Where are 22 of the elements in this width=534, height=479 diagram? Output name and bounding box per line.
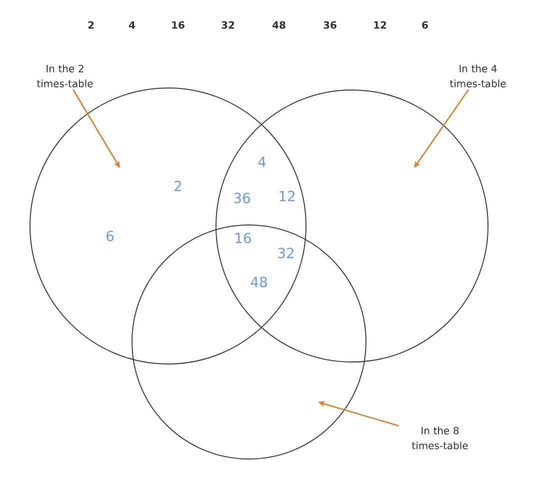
- caption-text: In the 4 times-table: [450, 64, 506, 88]
- number-label: 12: [374, 21, 386, 29]
- set-circle: [216, 89, 488, 362]
- handwritten-number: 48: [250, 276, 267, 288]
- handwritten-number: 2: [174, 180, 182, 192]
- set-circle: [30, 87, 306, 364]
- number-label: 4: [129, 21, 136, 29]
- number-label: 36: [324, 21, 336, 29]
- number-label: 2: [88, 21, 94, 29]
- caption-text: In the 8 times-table: [412, 426, 468, 450]
- caption-text: In the 2 times-table: [37, 64, 93, 88]
- handwritten-number: 6: [106, 230, 114, 242]
- number-label: 48: [272, 21, 286, 29]
- number-label: 6: [422, 21, 428, 29]
- handwritten-number: 12: [280, 190, 294, 202]
- number-label: 16: [172, 21, 184, 29]
- handwritten-number: 36: [234, 192, 250, 204]
- handwritten-number: 16: [236, 232, 251, 244]
- handwritten-number: 32: [278, 248, 294, 258]
- number-label: 32: [222, 21, 234, 29]
- handwritten-number: 4: [258, 156, 266, 168]
- set-circle: [132, 224, 366, 460]
